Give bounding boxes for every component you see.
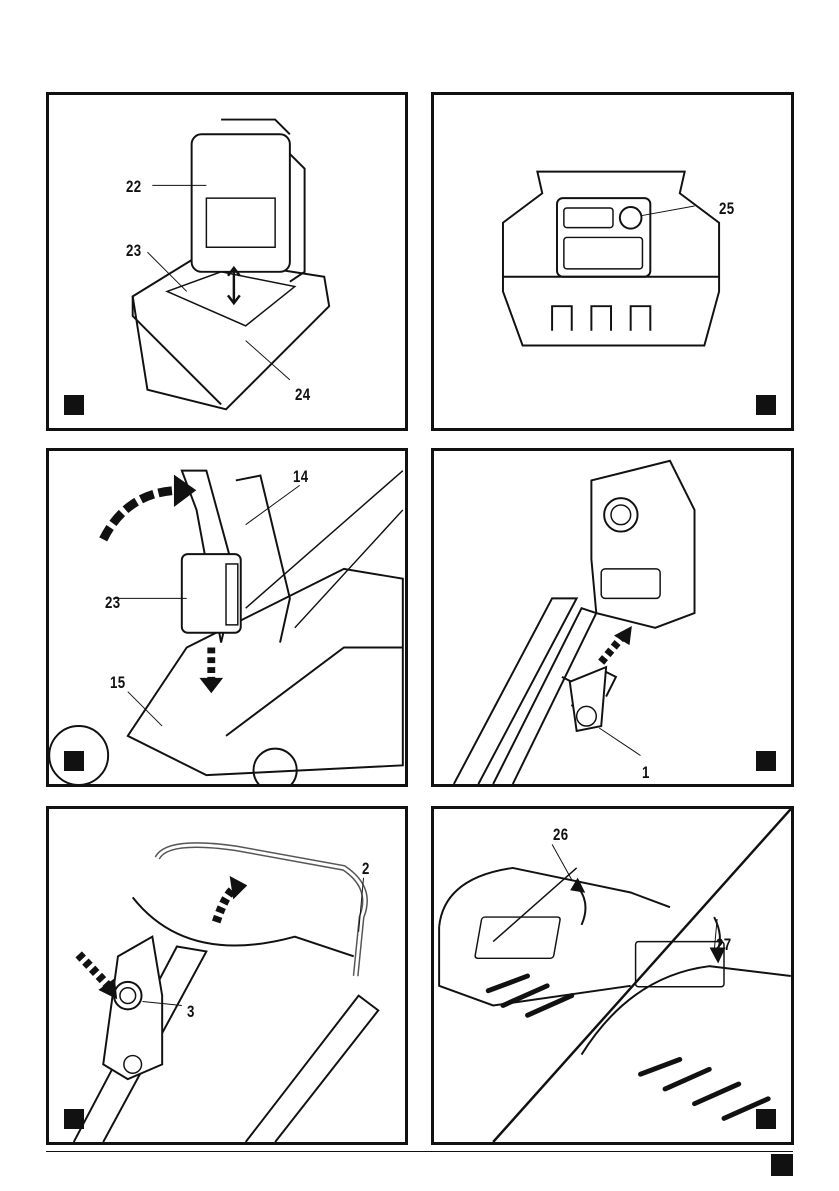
callout-15: 15	[110, 673, 126, 693]
callout-2: 2	[362, 859, 370, 879]
figure-label-box	[756, 751, 776, 771]
figure-panel-handle-switch: 2 3	[46, 806, 408, 1145]
figure-label-box	[64, 395, 84, 415]
handle-icon	[434, 451, 791, 784]
charge-indicator-icon	[434, 95, 791, 428]
figure-panel-safety-key: 1	[431, 448, 794, 787]
mower-icon	[434, 809, 791, 1142]
callout-25: 25	[719, 199, 735, 219]
handle-icon	[49, 809, 405, 1142]
figure-panel-height-indicator: 26 27	[431, 806, 794, 1145]
callout-24: 24	[295, 385, 311, 405]
callout-27: 27	[716, 935, 732, 955]
callout-26: 26	[553, 825, 569, 845]
figure-panel-battery-charger: 22 23 24	[46, 92, 408, 431]
mower-icon	[49, 451, 405, 784]
callout-22: 22	[126, 177, 142, 197]
figure-label-box	[756, 1109, 776, 1129]
callout-14: 14	[293, 467, 309, 487]
callout-1: 1	[642, 763, 650, 783]
figure-panel-battery-insert: 14 23 15	[46, 448, 408, 787]
callout-3: 3	[187, 1002, 195, 1022]
callout-23: 23	[126, 241, 142, 261]
figure-label-box	[64, 1109, 84, 1129]
page-number-box	[771, 1154, 793, 1176]
callout-23: 23	[105, 593, 121, 613]
charger-icon	[49, 95, 405, 428]
figure-panel-charge-indicator: 25	[431, 92, 794, 431]
figure-label-box	[64, 751, 84, 771]
figure-label-box	[756, 395, 776, 415]
footer-rule	[46, 1151, 793, 1152]
